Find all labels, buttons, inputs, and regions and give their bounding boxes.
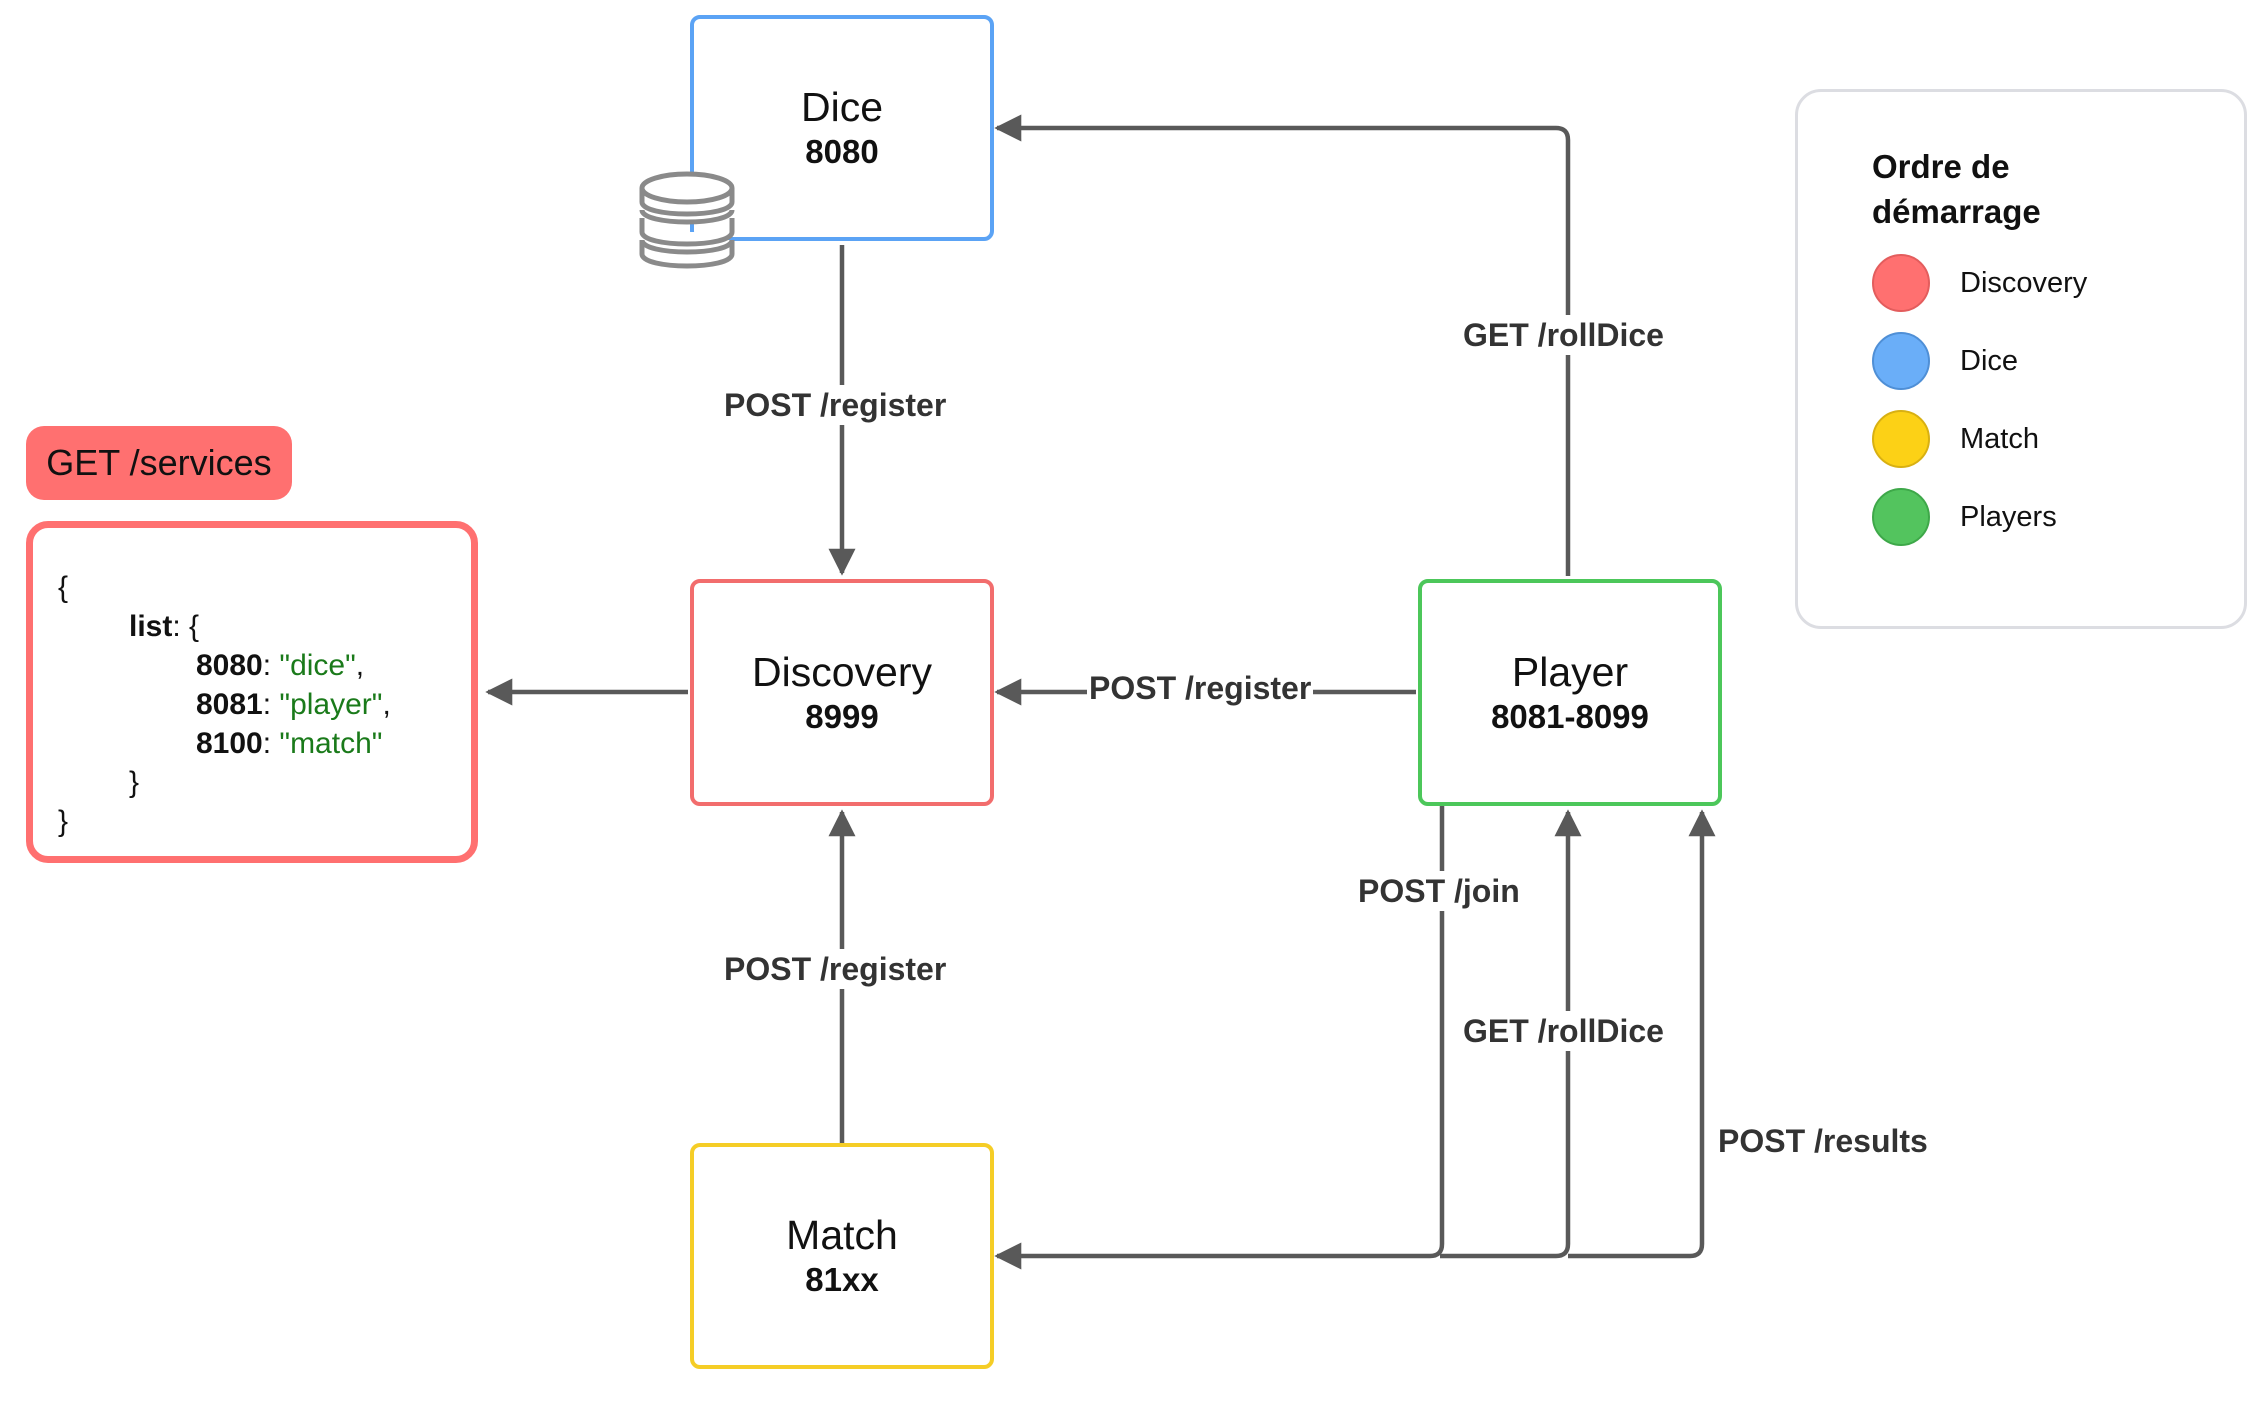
legend-dot (1872, 332, 1930, 390)
json-entry-value: "player" (279, 688, 383, 721)
legend-panel: Ordre de démarrage Discovery Dice Match … (1795, 89, 2247, 629)
dice-node-name: Dice (800, 84, 884, 130)
legend-title: Ordre de démarrage (1872, 148, 2041, 230)
json-list-key: list (129, 610, 173, 643)
json-list-line: list: { (33, 607, 471, 646)
json-entry-key: 8081 (196, 688, 263, 721)
json-entry-value: "match" (279, 727, 383, 760)
legend-item-label: Match (1960, 422, 2039, 455)
json-inner-close-brace: } (129, 766, 140, 799)
edge-match-to-player-results (1568, 809, 1716, 1259)
dice-node-port: 8080 (805, 133, 879, 170)
json-entry-value: "dice" (279, 649, 356, 682)
label-player-register: POST /register (1087, 668, 1314, 708)
edge-match-to-player-rolldice (1440, 809, 1582, 1259)
player-node-name: Player (1511, 648, 1629, 695)
json-open-brace: { (58, 571, 69, 604)
legend-dot (1872, 410, 1930, 468)
legend-dot (1872, 254, 1930, 312)
json-entry-line: 8081: "player", (196, 688, 391, 721)
legend-item-label: Dice (1960, 344, 2019, 377)
json-entry-sep: , (382, 688, 391, 721)
json-entry-key: 8080 (196, 649, 263, 682)
match-service-node: Match 81xx (690, 1143, 994, 1369)
json-list-open: : { (172, 610, 200, 643)
json-entry-sep: , (355, 649, 365, 682)
services-json-box: { list: { 8080: "dice", 8081: "player", … (26, 521, 478, 863)
legend-item-label: Discovery (1960, 266, 2088, 299)
json-entry-key: 8100 (196, 727, 263, 760)
player-node-port: 8081-8099 (1491, 697, 1649, 735)
match-node-name: Match (786, 1212, 898, 1258)
legend-item: Match (1872, 408, 2039, 470)
discovery-node-port: 8999 (805, 697, 879, 735)
legend-item: Discovery (1872, 252, 2087, 314)
label-dice-register: POST /register (722, 385, 949, 425)
legend-item: Players (1872, 486, 2057, 548)
edge-player-to-dice (994, 114, 1571, 576)
json-entry-line: 8100: "match" (196, 727, 383, 760)
label-match-register: POST /register (722, 949, 949, 989)
match-node-port: 81xx (805, 1261, 879, 1298)
json-inner-close-line: } (33, 763, 471, 802)
legend-item-label: Players (1960, 500, 2057, 533)
database-icon (639, 171, 735, 269)
json-close-brace: } (58, 805, 69, 838)
get-services-label: GET /services (26, 426, 292, 500)
edge-join-to-match (994, 806, 1445, 1270)
label-results: POST /results (1716, 1121, 1930, 1161)
label-join: POST /join (1356, 871, 1522, 911)
discovery-service-node: Discovery 8999 (690, 579, 994, 806)
json-close-line: } (33, 802, 471, 841)
discovery-node-name: Discovery (752, 648, 932, 695)
legend-item: Dice (1872, 330, 2018, 392)
label-player-rolldice: GET /rollDice (1461, 315, 1666, 355)
label-match-rolldice: GET /rollDice (1461, 1011, 1666, 1051)
json-open-line: { (33, 568, 471, 607)
player-service-node: Player 8081-8099 (1418, 579, 1722, 806)
json-entry-line: 8080: "dice", (196, 649, 365, 682)
legend-dot (1872, 488, 1930, 546)
dice-service-node: Dice 8080 (690, 15, 994, 241)
